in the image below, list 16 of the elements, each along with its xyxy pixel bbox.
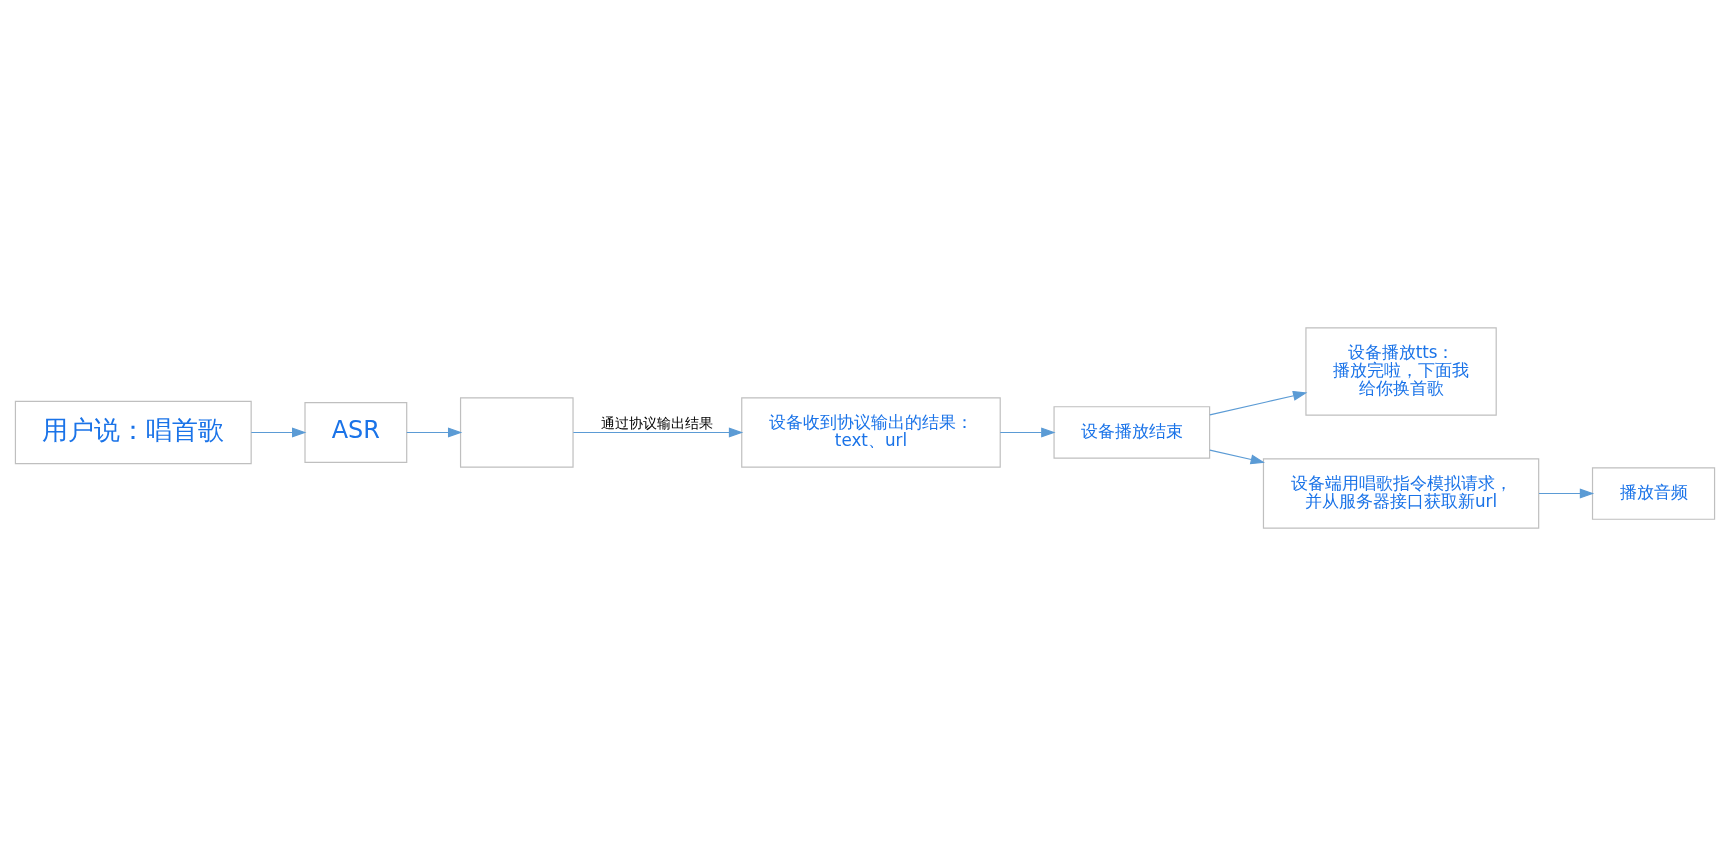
node-box: 设备端用唱歌指令模拟请求，并从服务器接口获取新url — [1262, 457, 1540, 529]
arrow — [406, 426, 463, 438]
node-box — [459, 396, 574, 468]
arrow — [572, 426, 744, 438]
arrow — [250, 426, 307, 438]
arrow — [1209, 448, 1265, 464]
arrow — [1209, 390, 1308, 416]
node-box: 设备播放tts：播放完啦，下面我给你换首歌 — [1305, 326, 1497, 416]
node-box: ASR — [304, 401, 408, 463]
edge-label: 通过协议输出结果 — [601, 414, 714, 431]
node-box: 用户说：唱首歌 — [14, 400, 252, 464]
node-box: 播放音频 — [1591, 466, 1716, 520]
node-box: 设备收到协议输出的结果：text、url — [741, 396, 1001, 468]
arrow — [1538, 487, 1595, 499]
node-box: 设备播放结束 — [1053, 405, 1211, 459]
arrow — [999, 426, 1056, 438]
